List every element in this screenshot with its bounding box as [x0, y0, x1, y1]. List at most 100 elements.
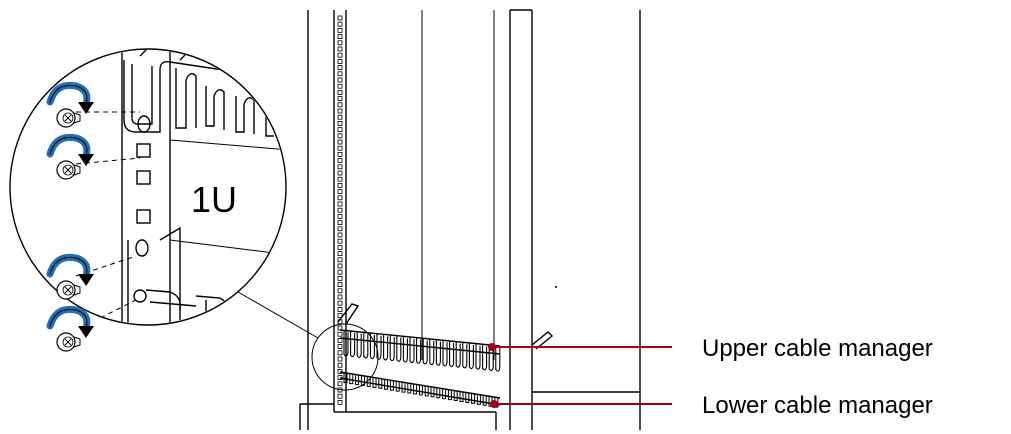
rail-hole: [337, 21, 343, 27]
rail-hole: [337, 238, 343, 244]
rail-hole: [337, 226, 343, 232]
callout-dot-upper: [488, 343, 496, 351]
cable-finger: [378, 378, 383, 389]
rail-holes: [337, 15, 343, 405]
rotate-arrow-icon: [46, 305, 94, 338]
rail-hole: [337, 300, 343, 306]
rail-hole: [337, 108, 343, 114]
cable-finger: [424, 385, 429, 397]
screw-with-rotate-arrow: [46, 305, 94, 352]
label-lower-cable-manager: Lower cable manager: [702, 392, 933, 419]
rail-hole: [337, 251, 343, 257]
cable-finger: [343, 372, 348, 384]
rack-cabinet: [299, 9, 641, 430]
rail-hole: [337, 96, 343, 101]
cable-finger: [416, 337, 422, 364]
cable-finger: [413, 383, 418, 395]
rail-hole: [337, 350, 343, 356]
cable-finger: [482, 344, 488, 371]
rail-hole: [337, 133, 343, 139]
cable-finger: [462, 342, 468, 369]
cable-finger: [482, 395, 487, 406]
rail-hole: [337, 65, 343, 70]
rail-hole: [337, 331, 343, 337]
callout-dot-lower: [490, 400, 498, 408]
rail-hole: [337, 114, 343, 120]
rail-hole: [337, 344, 343, 350]
rail-hole: [337, 127, 343, 132]
rail-hole: [337, 151, 343, 157]
rail-hole: [337, 182, 343, 188]
cable-finger: [449, 340, 455, 368]
rail-hole: [337, 288, 343, 294]
rail-hole: [337, 145, 343, 151]
rail-hole: [337, 59, 343, 64]
rail-hole: [337, 375, 343, 381]
screw-icon: [56, 160, 81, 180]
cable-finger: [402, 336, 408, 363]
detail-magnifier: 1U: [9, 48, 379, 391]
cable-finger: [389, 335, 395, 362]
rail-hole: [337, 34, 343, 39]
cable-finger: [376, 333, 382, 360]
rail-hole: [337, 52, 343, 58]
rail-hole: [337, 399, 343, 405]
rail-hole: [337, 356, 343, 362]
rail-hole: [337, 362, 343, 368]
screw-icon: [56, 280, 81, 300]
screw-icon: [56, 332, 81, 352]
cable-finger: [355, 374, 360, 386]
cable-finger: [418, 384, 423, 396]
rail-hole: [337, 244, 343, 250]
rail-hole: [337, 269, 343, 275]
cable-finger: [383, 334, 389, 361]
cable-finger: [459, 391, 464, 402]
cable-finger: [495, 345, 501, 372]
cable-finger: [343, 330, 349, 357]
label-upper-cable-manager: Upper cable manager: [702, 335, 933, 362]
cable-finger: [476, 394, 481, 405]
callout-upper: Upper cable manager: [488, 335, 933, 362]
cable-finger: [356, 331, 362, 358]
rail-hole: [337, 195, 343, 201]
rail-hole: [337, 40, 343, 46]
rail-hole: [337, 189, 343, 195]
cable-finger: [453, 390, 458, 402]
screw-group: [46, 81, 94, 352]
cable-finger: [407, 383, 412, 394]
rail-hole: [337, 164, 343, 170]
cable-finger: [442, 340, 448, 367]
cable-finger: [369, 333, 375, 360]
rail-hole: [337, 257, 343, 263]
rail-hole: [337, 201, 343, 207]
cable-finger: [447, 389, 452, 401]
rail-hole: [337, 15, 343, 21]
cable-finger: [422, 338, 428, 365]
rail-hole: [337, 83, 343, 89]
cable-finger: [436, 387, 441, 399]
upper-cable-manager: [339, 329, 501, 372]
rail-hole: [337, 381, 343, 387]
cable-finger: [471, 393, 476, 404]
cable-finger: [409, 337, 415, 364]
rail-hole: [337, 121, 343, 126]
cable-finger: [465, 392, 470, 403]
rail-hole: [337, 77, 343, 83]
cable-finger: [442, 388, 447, 400]
callout-lower: Lower cable manager: [490, 392, 933, 419]
lower-cable-manager-fingers: [343, 372, 499, 408]
rail-hole: [337, 27, 343, 33]
screw-with-rotate-arrow: [46, 81, 94, 128]
rail-hole: [337, 220, 343, 226]
rail-hole: [337, 306, 343, 312]
rail-hole: [337, 337, 343, 343]
rail-hole: [337, 275, 343, 281]
rail-hole: [337, 207, 343, 213]
cable-finger: [360, 375, 365, 386]
cable-finger: [384, 379, 389, 390]
rail-hole: [337, 213, 343, 219]
cable-finger: [429, 338, 435, 366]
cable-finger: [395, 381, 400, 392]
rail-hole: [337, 139, 343, 145]
